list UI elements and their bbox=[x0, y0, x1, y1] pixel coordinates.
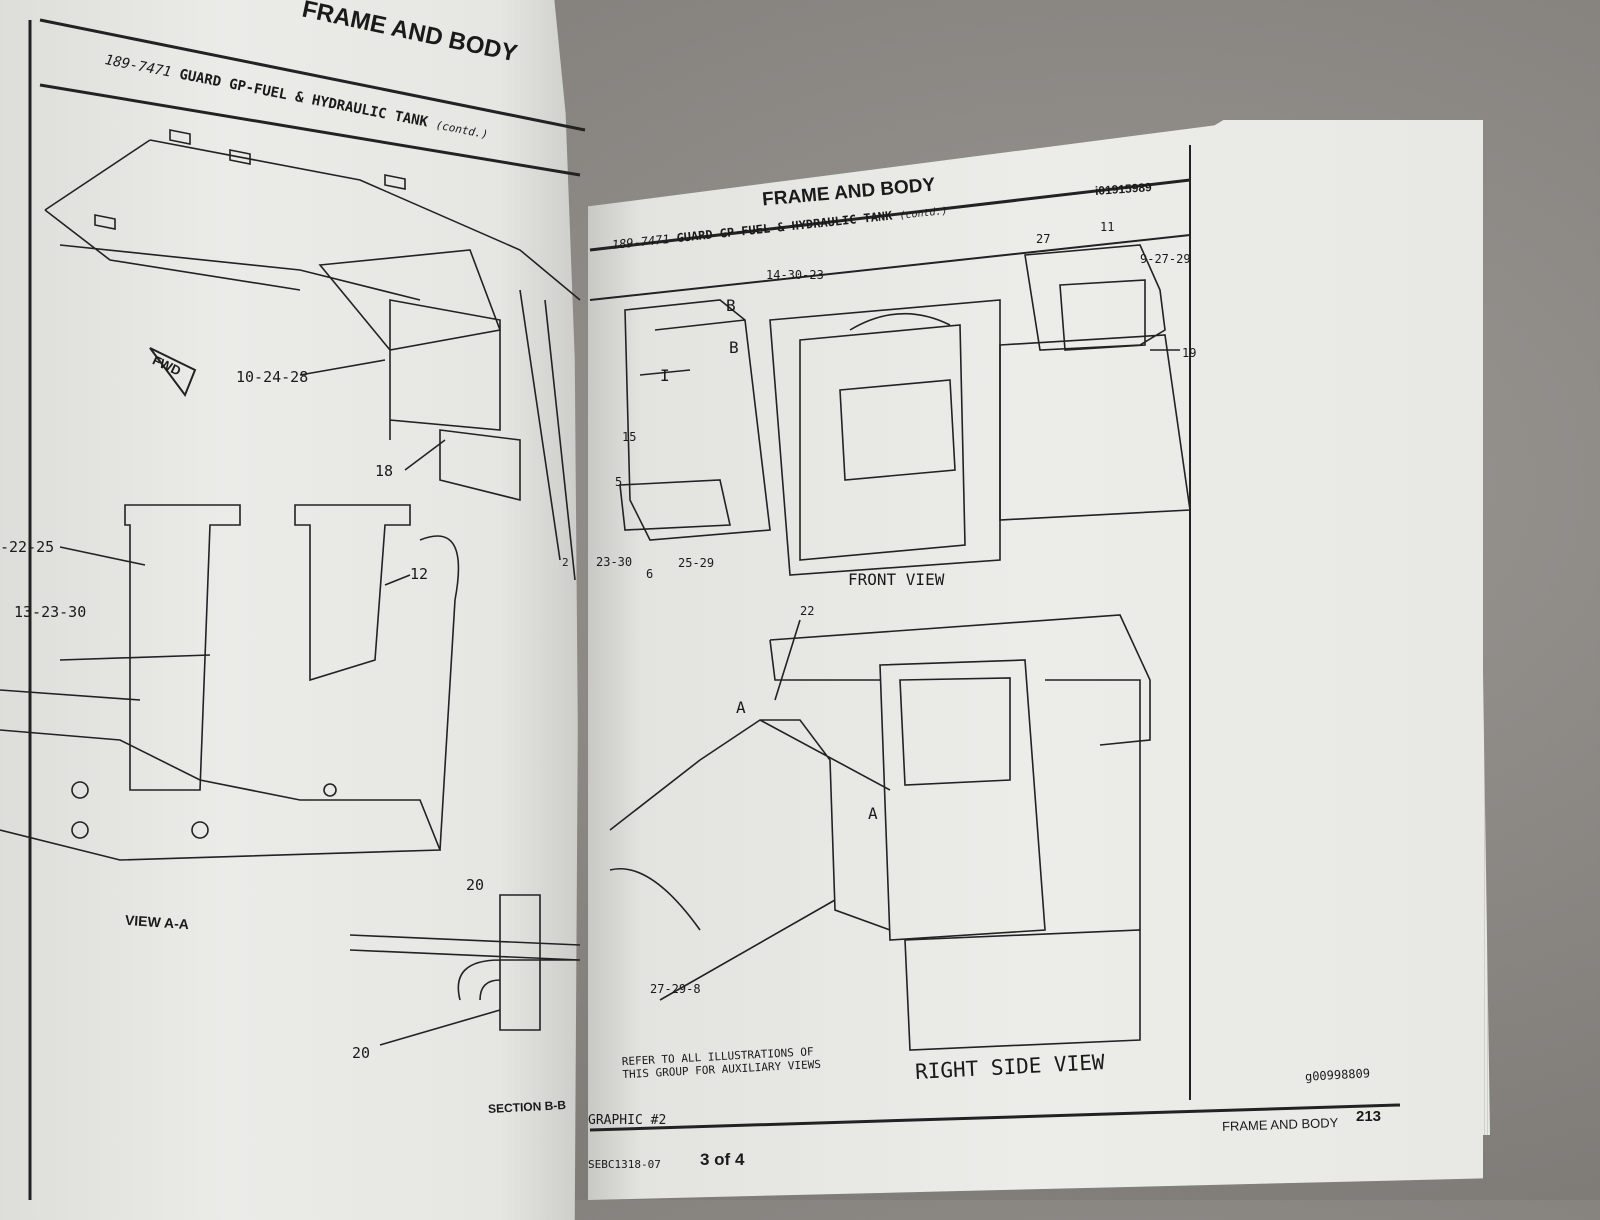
callout: 6 bbox=[646, 567, 654, 581]
callout: 15 bbox=[622, 430, 637, 444]
callout: 2 bbox=[562, 556, 569, 569]
callout: I bbox=[660, 366, 670, 385]
right-page bbox=[588, 120, 1483, 1200]
graphic-label: GRAPHIC #2 bbox=[588, 1113, 667, 1128]
callout: 20 bbox=[466, 876, 485, 894]
callout: 23-30 bbox=[596, 555, 633, 569]
callout: 18 bbox=[375, 462, 394, 480]
page-number: 213 bbox=[1356, 1108, 1382, 1125]
left-page bbox=[0, 0, 578, 1220]
callout: 5 bbox=[615, 475, 623, 489]
doc-id: SEBC1318-07 bbox=[588, 1158, 661, 1171]
callout: 10-24-28 bbox=[236, 368, 309, 386]
callout: 25-29 bbox=[678, 556, 715, 570]
callout: A bbox=[868, 804, 878, 823]
callout: -22-25 bbox=[0, 538, 55, 556]
page-of: 3 of 4 bbox=[700, 1150, 745, 1169]
callout: 12 bbox=[410, 565, 429, 583]
callout: 9-27-29 bbox=[1140, 252, 1191, 266]
callout: 19 bbox=[1182, 346, 1197, 360]
callout: A bbox=[736, 698, 746, 717]
callout: B bbox=[726, 296, 736, 315]
callout: 27 bbox=[1036, 232, 1051, 246]
callout: 11 bbox=[1100, 220, 1115, 234]
front-view-label: FRONT VIEW bbox=[848, 570, 945, 589]
callout: B bbox=[729, 338, 739, 357]
callout: 20 bbox=[352, 1044, 371, 1062]
callout: 22 bbox=[800, 604, 815, 618]
callout: 27-29-8 bbox=[650, 982, 701, 996]
callout: 14-30-23 bbox=[766, 268, 824, 282]
callout: 13-23-30 bbox=[14, 603, 87, 621]
